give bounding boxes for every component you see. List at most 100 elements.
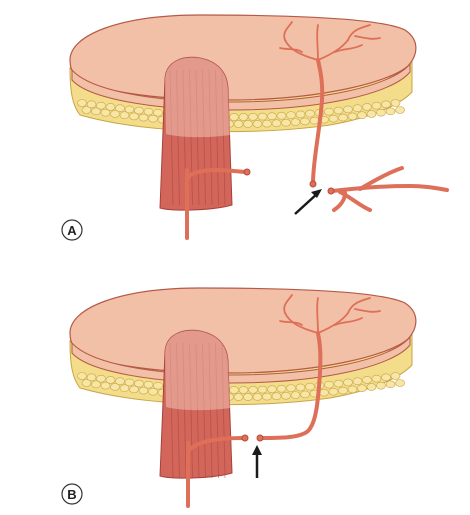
fat-lobule bbox=[395, 106, 405, 114]
fat-lobule bbox=[267, 385, 277, 394]
fat-lobule bbox=[148, 387, 158, 396]
fat-lobule bbox=[138, 113, 149, 122]
fat-lobule bbox=[148, 114, 158, 123]
muscle bbox=[159, 56, 233, 211]
recipient-vessel bbox=[186, 434, 249, 508]
fat-lobule bbox=[243, 120, 253, 128]
fat-lobule bbox=[324, 107, 334, 116]
muscle-fiber bbox=[176, 342, 180, 479]
fat-lobule bbox=[371, 101, 382, 110]
fat-lobule bbox=[347, 112, 358, 121]
fat-lobule bbox=[305, 382, 315, 391]
fat-lobule bbox=[119, 384, 130, 393]
fat-lobule bbox=[343, 105, 353, 114]
fat-lobule bbox=[300, 117, 310, 126]
fat-lobule bbox=[262, 392, 272, 401]
recipient-vessel bbox=[185, 168, 251, 240]
fat-lobule bbox=[129, 112, 139, 121]
fat-lobule bbox=[233, 393, 244, 401]
fat-lobule bbox=[138, 386, 149, 395]
fat-lobule bbox=[295, 383, 306, 392]
muscle-fiber bbox=[215, 342, 219, 479]
fat-lobule bbox=[77, 99, 87, 107]
fat-lobule bbox=[81, 106, 92, 114]
fat-lobule bbox=[347, 385, 358, 394]
fat-lobule bbox=[124, 105, 135, 114]
fat-lobule bbox=[305, 109, 315, 118]
panel-label-b-text: B bbox=[67, 487, 76, 502]
fat-lobule bbox=[390, 99, 401, 107]
fat-lobule bbox=[129, 385, 139, 394]
fat-lobule bbox=[110, 383, 120, 391]
fat-lobule bbox=[96, 101, 106, 110]
fat-lobule bbox=[281, 118, 291, 127]
fat-lobule bbox=[281, 391, 291, 400]
fat-lobule bbox=[77, 372, 87, 380]
fat-lobule bbox=[238, 386, 249, 394]
fat-lobule bbox=[328, 114, 339, 123]
fat-lobule bbox=[238, 113, 249, 121]
fat-lobule bbox=[91, 107, 101, 116]
fat-lobule bbox=[262, 119, 272, 128]
panel-b: B bbox=[61, 287, 417, 508]
flap-pedicle bbox=[256, 294, 381, 442]
fat-lobule bbox=[366, 110, 377, 118]
fat-lobule bbox=[290, 391, 301, 399]
muscle-fiber bbox=[176, 69, 180, 206]
fat-lobule bbox=[324, 380, 334, 389]
fat-lobule bbox=[362, 376, 372, 384]
fat-lobule bbox=[86, 373, 97, 382]
muscle-fiber bbox=[221, 342, 226, 479]
fat-lobule bbox=[134, 106, 144, 115]
fat-lobule bbox=[286, 384, 296, 392]
fat-lobule bbox=[100, 381, 111, 390]
fat-lobule bbox=[257, 385, 268, 394]
fat-lobule bbox=[357, 384, 367, 393]
arrow-icon bbox=[294, 189, 322, 215]
fat-lobule bbox=[243, 393, 253, 401]
muscle-fiber bbox=[208, 69, 213, 206]
fat-lobule bbox=[143, 107, 154, 116]
fat-lobule bbox=[381, 100, 391, 109]
fat-lobule bbox=[257, 112, 268, 121]
fat-lobule bbox=[252, 393, 263, 401]
fat-lobule bbox=[371, 374, 382, 383]
fat-lobule bbox=[91, 380, 101, 389]
detached-vessel bbox=[327, 166, 449, 212]
fat-lobule bbox=[143, 380, 154, 389]
fat-lobule bbox=[134, 379, 144, 388]
fat-lobule bbox=[115, 104, 125, 113]
fat-lobule bbox=[271, 392, 282, 401]
fat-lobule bbox=[328, 387, 339, 396]
fat-lobule bbox=[153, 108, 163, 117]
fat-lobule bbox=[248, 386, 258, 394]
muscle-fiber bbox=[221, 69, 226, 206]
fat-lobule bbox=[366, 383, 377, 391]
fat-lobule bbox=[295, 110, 306, 119]
fat-lobule bbox=[319, 388, 329, 397]
fat-lobule bbox=[333, 379, 344, 388]
fat-lobule bbox=[267, 112, 277, 121]
fat-lobule bbox=[105, 376, 116, 384]
fat-lobule bbox=[248, 113, 258, 121]
fat-lobule bbox=[100, 108, 111, 117]
fat-lobule bbox=[352, 104, 363, 113]
fat-lobule bbox=[271, 119, 282, 128]
muscle-fiber bbox=[189, 69, 193, 206]
fat-lobule bbox=[233, 120, 244, 128]
fat-lobule bbox=[81, 379, 92, 387]
fat-lobule bbox=[376, 108, 386, 117]
fat-lobule bbox=[105, 103, 116, 111]
fat-lobule bbox=[153, 381, 163, 390]
fat-lobule bbox=[119, 111, 130, 120]
fat-lobule bbox=[110, 110, 120, 118]
fat-lobule bbox=[290, 118, 301, 126]
muscle-fiber bbox=[195, 342, 200, 479]
panel-a: A bbox=[61, 14, 449, 241]
fat-lobule bbox=[276, 384, 287, 393]
fat-lobule bbox=[115, 377, 125, 386]
muscle-fiber bbox=[202, 69, 206, 206]
fat-lobule bbox=[390, 372, 401, 380]
muscle-fiber bbox=[208, 342, 213, 479]
